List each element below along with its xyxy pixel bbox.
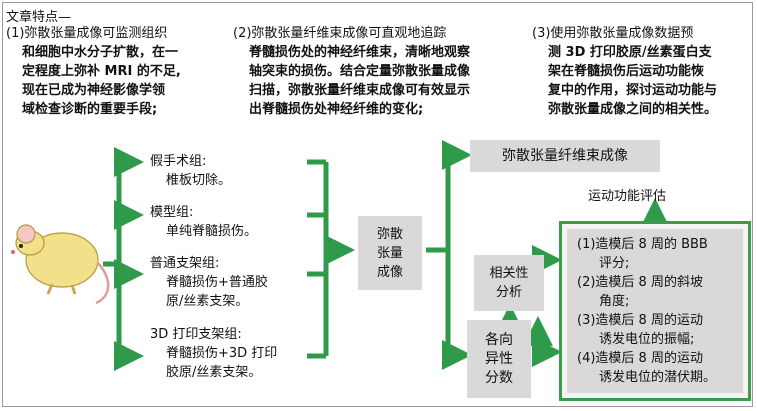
dti-box: 弥散 张量 成像	[358, 216, 422, 290]
motor-function-label: 运动功能评估	[588, 189, 667, 204]
eval-line: (1)造模后 8 周的 BBB	[577, 237, 708, 252]
feature-1-line: 定程度上弥补 MRI 的不足,	[22, 64, 181, 79]
eval-line: (2)造模后 8 周的斜坡	[577, 275, 703, 290]
eval-line: 角度;	[599, 294, 630, 309]
eval-line: 诱发电位的振幅;	[599, 332, 695, 347]
correlation-line: 相关性	[489, 266, 529, 281]
group-title: 模型组:	[150, 205, 194, 220]
eval-line: (3)造模后 8 周的运动	[577, 313, 703, 328]
eval-line: 评分;	[599, 256, 630, 271]
feature-2-line: 出脊髓损伤处神经纤维的变化;	[249, 102, 424, 117]
group-desc: 单纯脊髓损伤。	[166, 224, 258, 239]
dti-box-line: 张量	[376, 245, 403, 261]
dtt-box: 弥散张量纤维束成像	[470, 140, 660, 172]
feature-2-line: 轴突束的损伤。结合定量弥散张量成像	[249, 64, 471, 79]
feature-1: (1)弥散张量成像可监测组织 和细胞中水分子扩散，在一 定程度上弥补 MRI 的…	[6, 24, 181, 119]
feature-3: (3)使用弥散张量成像数据预 测 3D 打印胶原/丝素蛋白支 架在脊髓损伤后运动…	[532, 24, 717, 119]
feature-1-line: 和细胞中水分子扩散，在一	[22, 45, 179, 60]
evaluation-box: (1)造模后 8 周的 BBB 评分; (2)造模后 8 周的斜坡 角度; (3…	[559, 221, 751, 401]
group-desc: 原/丝素支架。	[166, 294, 249, 309]
group-normal-scaffold: 普通支架组: 脊髓损伤+普通胶 原/丝素支架。	[150, 254, 268, 311]
feature-2: (2)弥散张量纤维束成像可直观地追踪 脊髓损伤处的神经纤维束，清晰地观察 轴突束…	[233, 24, 470, 119]
group-title: 3D 打印支架组:	[150, 327, 242, 342]
group-model: 模型组: 单纯脊髓损伤。	[150, 203, 257, 241]
figure-frame	[2, 2, 753, 407]
feature-3-line: 架在脊髓损伤后运动功能恢	[548, 64, 705, 79]
feature-3-line: 复中的作用，探讨运动功能与	[548, 83, 718, 98]
feature-1-line: (1)弥散张量成像可监测组织	[6, 26, 168, 41]
fa-line: 异性	[485, 350, 513, 367]
correlation-line: 分析	[495, 285, 522, 300]
correlation-box: 相关性 分析	[474, 255, 544, 311]
fa-line: 各向	[485, 331, 513, 348]
evaluation-list: (1)造模后 8 周的 BBB 评分; (2)造模后 8 周的斜坡 角度; (3…	[567, 229, 743, 393]
dti-box-line: 弥散	[376, 226, 403, 242]
fa-box: 各向 异性 分数	[467, 320, 531, 398]
feature-2-line: 扫描，弥散张量纤维束成像可有效显示	[249, 83, 471, 98]
feature-3-line: 弥散张量成像之间的相关性。	[548, 102, 718, 117]
fa-line: 分数	[485, 369, 513, 386]
group-desc: 胶原/丝素支架。	[166, 365, 262, 380]
group-desc: 脊髓损伤+普通胶	[166, 275, 268, 290]
feature-1-line: 现在已成为神经影像学领	[22, 83, 166, 98]
feature-2-line: (2)弥散张量纤维束成像可直观地追踪	[233, 26, 447, 41]
dti-box-line: 成像	[376, 264, 403, 280]
eval-line: 诱发电位的潜伏期。	[599, 370, 717, 385]
feature-3-line: (3)使用弥散张量成像数据预	[532, 26, 694, 41]
group-3d-scaffold: 3D 打印支架组: 脊髓损伤+3D 打印 胶原/丝素支架。	[150, 325, 277, 382]
feature-2-line: 脊髓损伤处的神经纤维束，清晰地观察	[249, 45, 471, 60]
eval-line: (4)造模后 8 周的运动	[577, 351, 703, 366]
group-title: 普通支架组:	[150, 256, 220, 271]
feature-1-line: 域检查诊断的重要手段;	[22, 102, 158, 117]
group-desc: 椎板切除。	[166, 173, 232, 188]
group-desc: 脊髓损伤+3D 打印	[166, 346, 278, 361]
mouse-icon	[11, 224, 110, 305]
group-sham: 假手术组: 椎板切除。	[150, 152, 231, 190]
feature-3-line: 测 3D 打印胶原/丝素蛋白支	[548, 45, 712, 60]
header-label: 文章特点—	[6, 10, 72, 25]
group-title: 假手术组:	[150, 154, 207, 169]
